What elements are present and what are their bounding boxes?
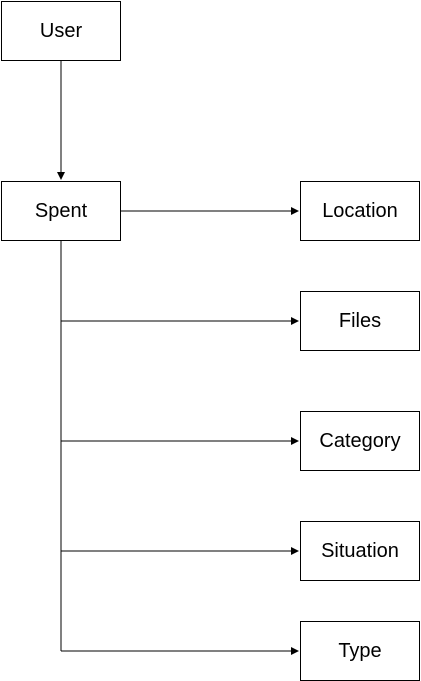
node-spent-label: Spent	[34, 199, 88, 222]
node-type-label: Type	[338, 639, 382, 662]
node-type: Type	[300, 621, 420, 681]
node-files: Files	[300, 291, 420, 351]
node-user-label: User	[39, 19, 83, 42]
node-spent: Spent	[1, 181, 121, 241]
node-situation: Situation	[300, 521, 420, 581]
node-location: Location	[300, 181, 420, 241]
node-files-label: Files	[338, 309, 382, 332]
node-situation-label: Situation	[321, 539, 399, 562]
node-category-label: Category	[319, 429, 401, 452]
node-location-label: Location	[322, 199, 398, 222]
node-category: Category	[300, 411, 420, 471]
node-user: User	[1, 1, 121, 61]
